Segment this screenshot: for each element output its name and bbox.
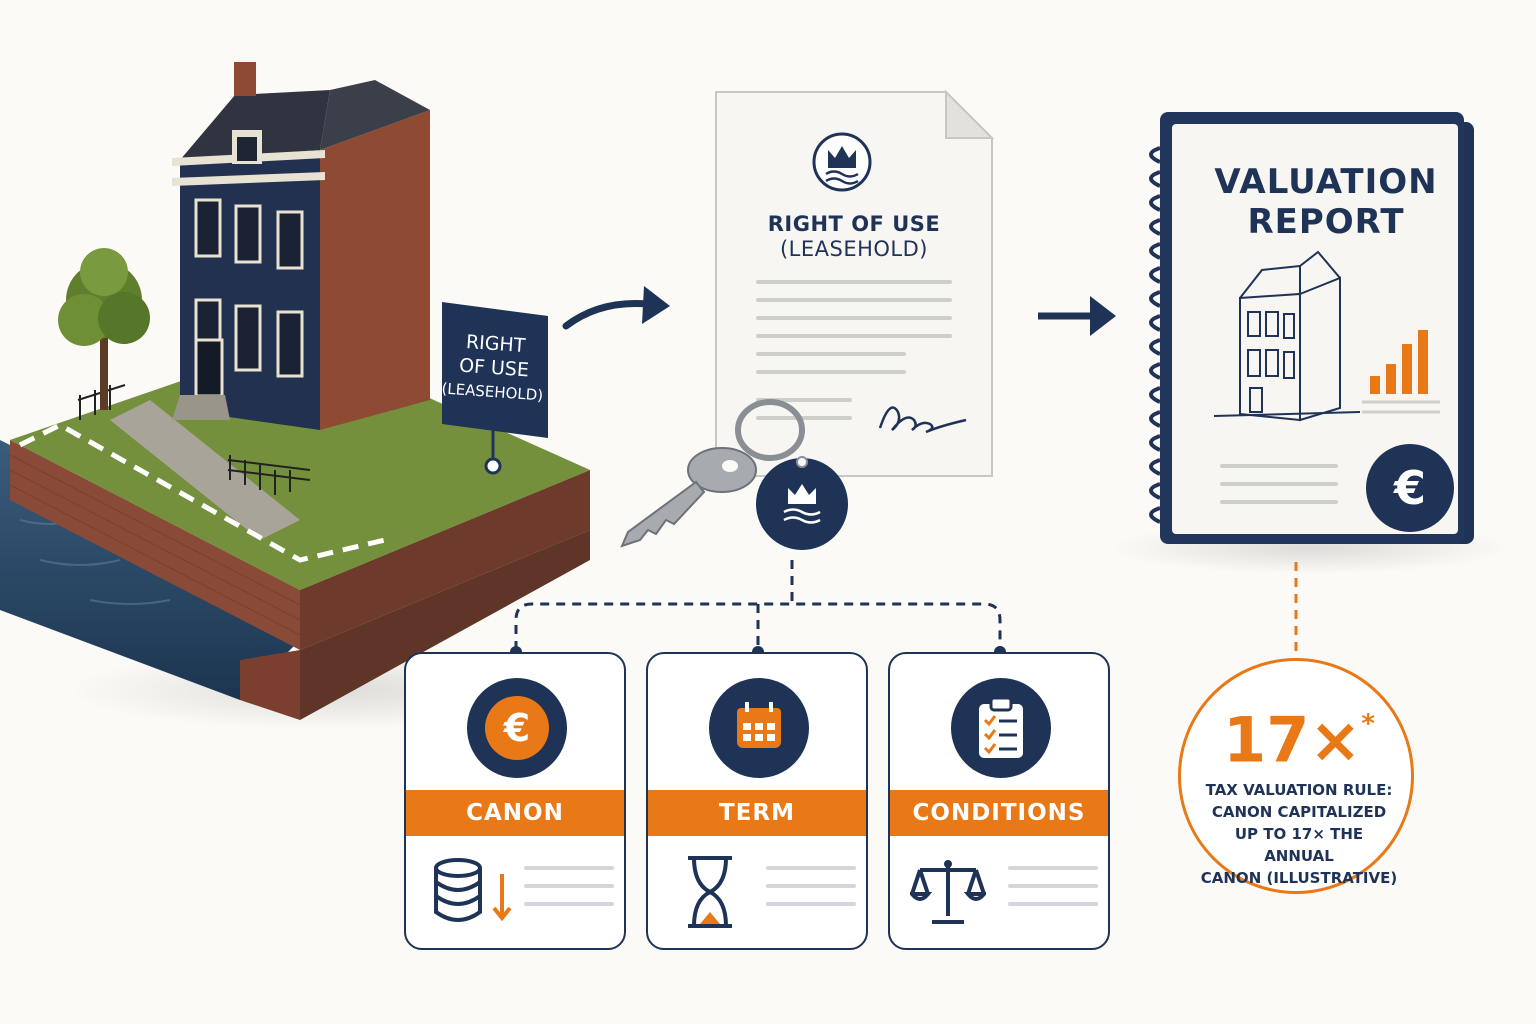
report-title-line-1: VALUATION [1214, 162, 1438, 202]
crown-waves-icon [812, 132, 872, 192]
property-plot [0, 62, 590, 730]
badge-number: 17×* [1181, 697, 1417, 776]
document-title-line: RIGHT OF USE [767, 212, 941, 236]
card-term: TERM [646, 652, 868, 950]
card-lines [524, 866, 614, 920]
badge-line-1: TAX VALUATION RULE: [1205, 781, 1393, 799]
badge-description: TAX VALUATION RULE: CANON CAPITALIZED UP… [1199, 779, 1399, 889]
arrow-plot-to-document [562, 286, 670, 330]
tree [58, 248, 150, 410]
key [620, 447, 757, 548]
plot-boundary [18, 422, 386, 563]
badge-line-2: CANON CAPITALIZED [1211, 803, 1387, 821]
key-with-fob [620, 399, 848, 550]
euro-icon: € [467, 678, 567, 778]
connector-key-to-cards [514, 560, 1002, 650]
calendar-icon [709, 678, 809, 778]
right-of-use-sign [442, 302, 548, 475]
bar-chart-icon [1370, 330, 1428, 394]
card-label-term: TERM [648, 790, 866, 836]
badge-line-4: CANON (ILLUSTRATIVE) [1200, 869, 1398, 887]
card-conditions: CONDITIONS [888, 652, 1110, 950]
document-title: RIGHT OF USE (LEASEHOLD) [716, 212, 992, 262]
clipboard-checklist-icon [951, 678, 1051, 778]
euro-symbol: € [485, 696, 549, 760]
badge-line-3: UP TO 17× THE ANNUAL [1234, 825, 1364, 865]
house-sketch [1213, 250, 1361, 422]
plot-grass [10, 340, 590, 590]
card-canon: € CANON [404, 652, 626, 950]
report-euro-symbol: € [1393, 461, 1426, 515]
canal-house [172, 62, 430, 430]
spiral-binding [1149, 146, 1161, 524]
signature-icon [878, 406, 967, 434]
euro-icon [1366, 444, 1454, 532]
scales-icon [910, 860, 986, 924]
document-subtitle: (LEASEHOLD) [779, 237, 928, 261]
leasehold-document [715, 89, 995, 477]
card-lines [1008, 866, 1098, 920]
card-label-canon: CANON [406, 790, 624, 836]
badge-number-value: 17× [1223, 703, 1362, 777]
crown-waves-icon [756, 456, 848, 550]
sign-label: RIGHT OF USE (LEASEHOLD) [440, 328, 549, 407]
hourglass-icon [688, 856, 732, 928]
card-label-conditions: CONDITIONS [890, 790, 1108, 836]
coins-down-icon [434, 858, 512, 922]
badge-asterisk: * [1361, 709, 1375, 739]
report-title: VALUATION REPORT [1192, 162, 1460, 242]
card-lines [766, 866, 856, 920]
arrow-document-to-report [1038, 296, 1116, 336]
valuation-report [1110, 112, 1510, 574]
report-title-line-2: REPORT [1247, 202, 1405, 242]
capitalization-badge: 17×* TAX VALUATION RULE: CANON CAPITALIZ… [1178, 658, 1414, 894]
